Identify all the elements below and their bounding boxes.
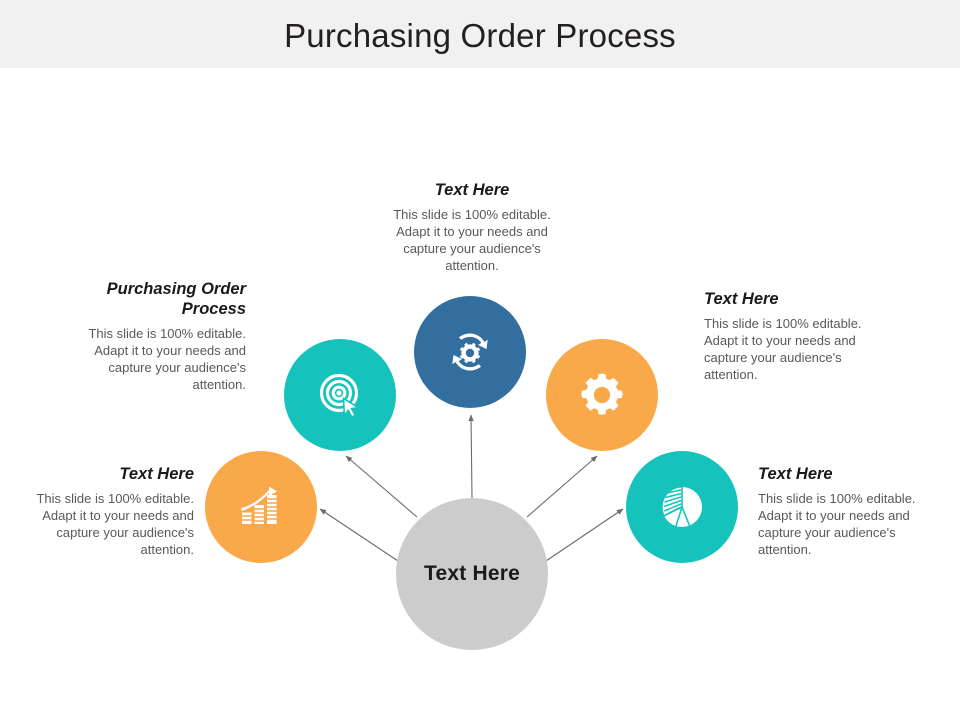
- radial-process-diagram: Text Here: [0, 68, 960, 720]
- node-lower-right[interactable]: [626, 451, 738, 563]
- text-block-lower-right: Text Here This slide is 100% editable. A…: [758, 464, 943, 559]
- arrow-to-upper-left: [345, 455, 418, 518]
- text-block-lower-left-body: This slide is 100% editable. Adapt it to…: [36, 491, 194, 557]
- arrow-to-lower-right: [545, 508, 624, 562]
- text-block-lower-right-heading: Text Here: [758, 465, 833, 483]
- node-upper-left[interactable]: [284, 339, 396, 451]
- text-block-lower-left: Text Here This slide is 100% editable. A…: [4, 464, 194, 559]
- target-cursor-icon: [315, 370, 365, 420]
- text-block-top-body: This slide is 100% editable. Adapt it to…: [393, 207, 551, 273]
- arrow-to-top: [468, 414, 474, 499]
- pie-chart-icon: [656, 481, 708, 533]
- text-block-lower-left-heading: Text Here: [119, 465, 194, 483]
- text-block-upper-left: Purchasing Order Process This slide is 1…: [58, 279, 246, 394]
- center-node[interactable]: Text Here: [396, 498, 548, 650]
- text-block-upper-left-heading: Purchasing Order Process: [106, 280, 246, 319]
- text-block-upper-right-body: This slide is 100% editable. Adapt it to…: [704, 316, 862, 382]
- node-upper-right[interactable]: [546, 339, 658, 451]
- text-block-top: Text Here This slide is 100% editable. A…: [379, 180, 565, 275]
- text-block-top-heading: Text Here: [434, 181, 510, 199]
- center-node-label: Text Here: [424, 562, 520, 585]
- text-block-lower-right-body: This slide is 100% editable. Adapt it to…: [758, 491, 916, 557]
- sync-gear-icon: [444, 326, 496, 378]
- text-block-upper-right-heading: Text Here: [704, 290, 779, 308]
- node-top[interactable]: [414, 296, 526, 408]
- arrow-to-lower-left: [319, 508, 399, 562]
- header-band: [0, 0, 960, 68]
- gear-icon: [576, 369, 628, 421]
- text-block-upper-left-body: This slide is 100% editable. Adapt it to…: [88, 326, 246, 392]
- bar-chart-growth-icon: [236, 482, 286, 532]
- page-title: Purchasing Order Process: [284, 17, 676, 54]
- arrow-to-upper-right: [526, 455, 598, 518]
- node-lower-left[interactable]: [205, 451, 317, 563]
- text-block-upper-right: Text Here This slide is 100% editable. A…: [704, 289, 884, 384]
